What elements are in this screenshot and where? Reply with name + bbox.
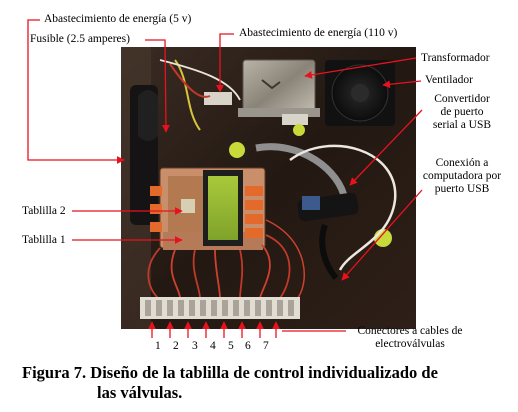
transformer-mark bbox=[261, 79, 281, 90]
wire-red-2 bbox=[170, 249, 181, 299]
label-fan: Ventilador bbox=[425, 74, 473, 86]
arrow-fuse bbox=[145, 39, 170, 133]
arrow-energy-110v bbox=[216, 33, 234, 93]
label-usb-line1: Conexión a bbox=[435, 157, 489, 169]
fan-hub bbox=[351, 84, 369, 102]
label-energy-5v: Abastecimiento de energía (5 v) bbox=[44, 13, 192, 25]
label-usb-line2: computadora por bbox=[422, 170, 502, 182]
wire-white-top bbox=[159, 59, 241, 101]
caption-line-1: Figura 7. Diseño de la tablilla de contr… bbox=[22, 363, 438, 382]
connector-number-4: 4 bbox=[210, 340, 216, 352]
connector-number-5: 5 bbox=[228, 340, 234, 352]
label-board-1: Tablilla 1 bbox=[22, 234, 66, 246]
relay-1 bbox=[245, 186, 263, 196]
relay-3 bbox=[245, 214, 263, 224]
arrow-converter bbox=[349, 109, 423, 186]
caption-line-2: las válvulas. bbox=[97, 383, 183, 402]
wire-red-8 bbox=[265, 219, 306, 301]
label-usb: Conexión a computadora por puerto USB bbox=[414, 157, 510, 196]
usb-cable-white bbox=[289, 144, 397, 271]
tennis-ball-2 bbox=[293, 124, 305, 136]
serial-connector bbox=[302, 196, 320, 210]
label-usb-line3: puerto USB bbox=[434, 183, 490, 195]
relay-2 bbox=[245, 200, 263, 210]
wire-red-7 bbox=[265, 234, 291, 299]
label-converter: Convertidor de puerto serial a USB bbox=[420, 93, 504, 132]
label-connectors-line2: electroválvulas bbox=[375, 338, 445, 350]
usb-cable-black bbox=[319, 224, 339, 280]
relay-6 bbox=[150, 204, 162, 214]
tennis-ball-1 bbox=[229, 142, 245, 158]
connector-number-2: 2 bbox=[173, 340, 179, 352]
fuse-holder-cap bbox=[138, 90, 158, 141]
terminal-block-110v bbox=[282, 114, 308, 125]
arrow-fan bbox=[382, 80, 422, 89]
lcd-screen bbox=[208, 176, 238, 240]
label-board-2: Tablilla 2 bbox=[22, 205, 66, 217]
relay-5 bbox=[150, 186, 162, 196]
terminal-block-5v bbox=[204, 92, 232, 105]
transformer-bracket bbox=[238, 108, 320, 117]
arrow-transformer bbox=[304, 57, 417, 79]
wire-red-4 bbox=[214, 249, 221, 299]
label-converter-line3: serial a USB bbox=[432, 119, 492, 131]
connector-number-6: 6 bbox=[245, 340, 251, 352]
wire-red-3 bbox=[192, 249, 201, 299]
label-energy-110v: Abastecimiento de energía (110 v) bbox=[239, 27, 398, 39]
label-fuse: Fusible (2.5 amperes) bbox=[30, 33, 130, 45]
label-converter-line2: de puerto bbox=[440, 106, 484, 118]
wire-red-top bbox=[169, 63, 211, 98]
ic-chip bbox=[181, 199, 195, 213]
connector-number-3: 3 bbox=[192, 340, 198, 352]
figure-caption: Figura 7. Diseño de la tablilla de contr… bbox=[22, 363, 512, 403]
wire-red-6 bbox=[259, 244, 271, 299]
connector-number-7: 7 bbox=[263, 340, 269, 352]
label-transformer: Transformador bbox=[421, 52, 490, 64]
arrow-usb bbox=[341, 189, 423, 281]
wire-red-5 bbox=[239, 249, 244, 299]
arrow-energy-5v bbox=[27, 19, 125, 164]
label-converter-line1: Convertidor bbox=[434, 93, 490, 105]
relay-4 bbox=[245, 228, 263, 238]
ribbon-cable bbox=[255, 143, 349, 201]
relay-7 bbox=[150, 222, 162, 232]
connector-screws bbox=[145, 300, 294, 316]
wire-red-1 bbox=[147, 247, 161, 299]
label-connectors-line1: Conectores a cables de bbox=[357, 325, 463, 337]
connector-number-1: 1 bbox=[155, 340, 161, 352]
label-connectors: Conectores a cables de electroválvulas bbox=[345, 325, 475, 351]
